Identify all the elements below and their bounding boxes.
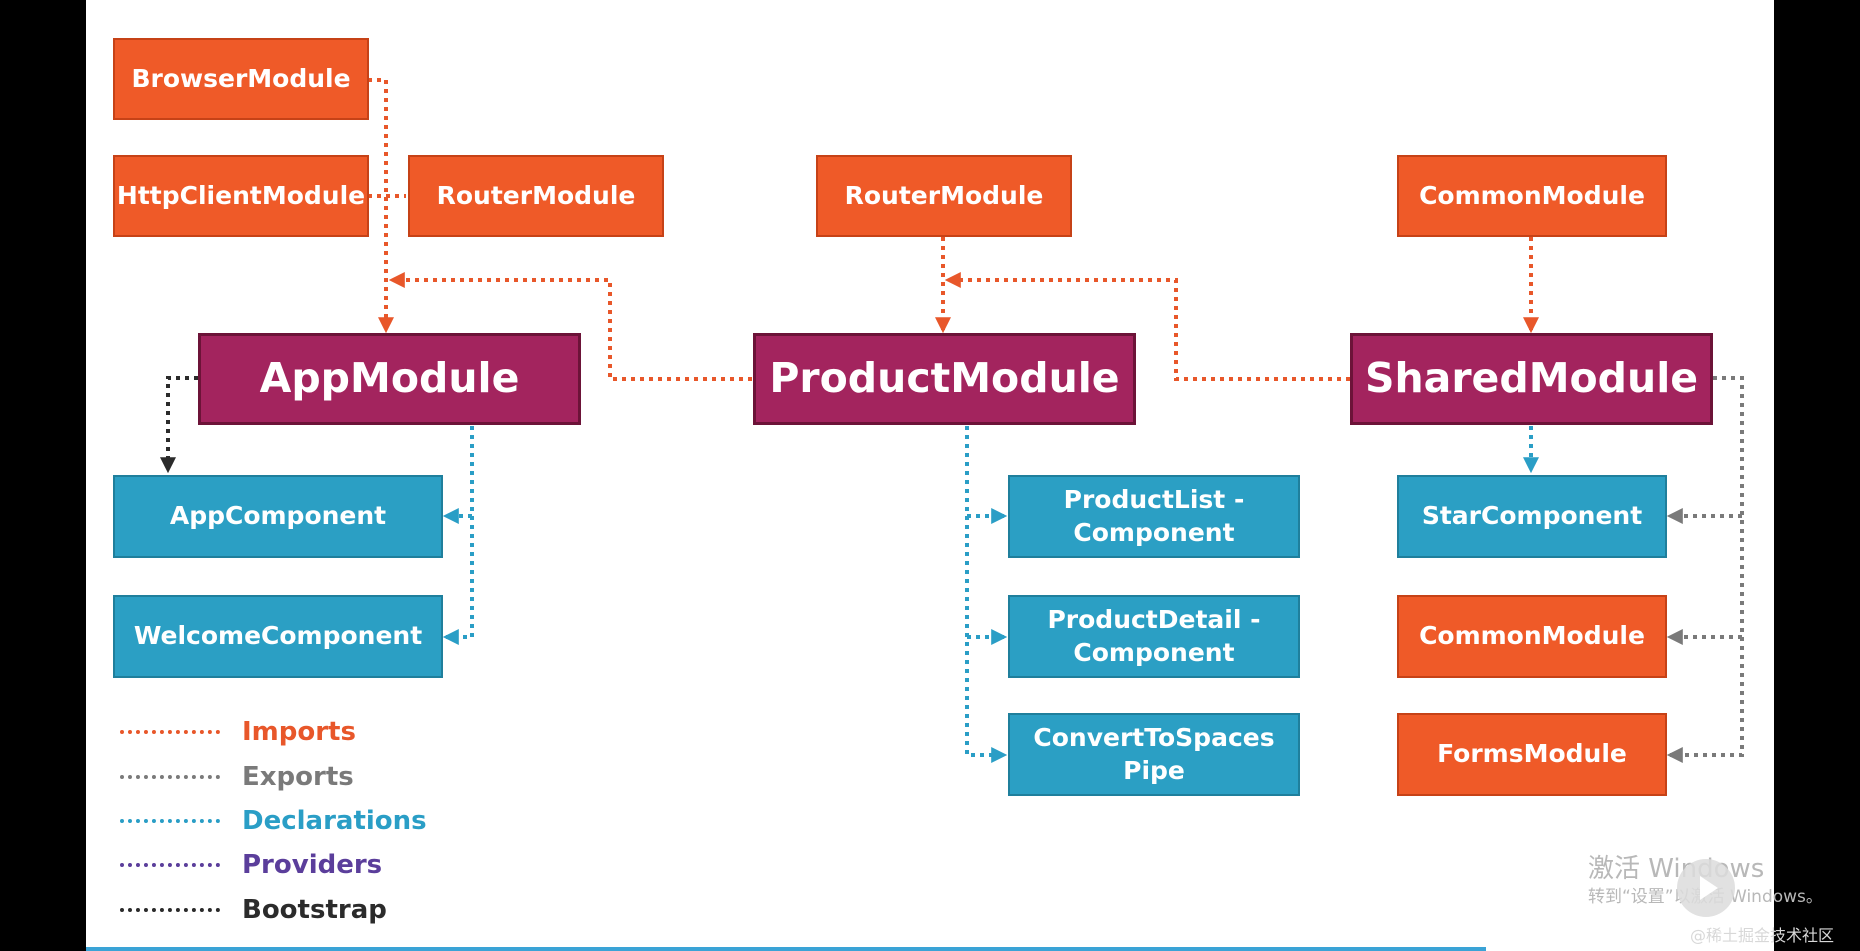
product-module-box: ProductModule (753, 333, 1136, 425)
legend-exports-label: Exports (242, 762, 354, 792)
app-module-box: AppModule (198, 333, 581, 425)
shared-common-module-box: CommonModule (1397, 155, 1667, 237)
legend-imports-label: Imports (242, 717, 356, 747)
httpclient-module-box: HttpClientModule (113, 155, 369, 237)
shared-module-box: SharedModule (1350, 333, 1713, 425)
connector-lines (160, 78, 1744, 763)
legend-exports: Exports (120, 760, 354, 794)
import-line-browser (368, 78, 394, 334)
import-line-product-to-app (388, 272, 752, 381)
export-line-trunk (1666, 376, 1744, 763)
legend-providers-label: Providers (242, 850, 383, 880)
legend-declarations-line (120, 819, 220, 823)
import-line-shared-to-product (944, 272, 1350, 381)
browser-module-box: BrowserModule (113, 38, 369, 120)
legend-declarations-label: Declarations (242, 806, 427, 836)
legend-declarations: Declarations (120, 804, 427, 838)
common-module-export-box: CommonModule (1397, 595, 1667, 678)
app-component-box: AppComponent (113, 475, 443, 558)
star-component-box: StarComponent (1397, 475, 1667, 558)
declaration-line-app-trunk (442, 426, 474, 645)
app-router-module-box: RouterModule (408, 155, 664, 237)
legend-providers-line (120, 863, 220, 867)
video-progress-bar[interactable] (86, 947, 1486, 951)
welcome-component-box: WelcomeComponent (113, 595, 443, 678)
play-icon[interactable] (1677, 859, 1735, 917)
forms-module-export-box: FormsModule (1397, 713, 1667, 796)
legend-bootstrap-label: Bootstrap (242, 895, 387, 925)
legend-exports-line (120, 775, 220, 779)
legend-imports: Imports (120, 715, 356, 749)
product-detail-component-box: ProductDetail - Component (1008, 595, 1300, 678)
legend-imports-line (120, 730, 220, 734)
legend-bootstrap: Bootstrap (120, 893, 387, 927)
product-list-component-box: ProductList - Component (1008, 475, 1300, 558)
convert-to-spaces-pipe-box: ConvertToSpaces Pipe (1008, 713, 1300, 796)
declaration-line-product-trunk (965, 426, 1008, 763)
legend-providers: Providers (120, 848, 382, 882)
windows-activation-title: 激活 Windows (1588, 854, 1765, 884)
bootstrap-line (160, 376, 198, 474)
site-watermark: @稀土掘金技术社区 (1690, 926, 1835, 945)
diagram-slide: BrowserModule HttpClientModule RouterMod… (86, 0, 1774, 951)
legend-bootstrap-line (120, 908, 220, 912)
product-router-module-box: RouterModule (816, 155, 1072, 237)
